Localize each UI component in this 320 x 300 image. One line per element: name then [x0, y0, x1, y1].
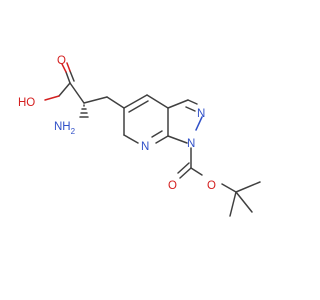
- bond-ctert-me1: [235, 181, 261, 193]
- bond-ring-c7a-n7-inner: [151, 130, 163, 138]
- atom-nh2-text: NH: [54, 121, 71, 133]
- bond-ring-c7a-n7: [155, 135, 169, 144]
- bond-c3-n2: [187, 99, 198, 105]
- bond-oester-ctert: [221, 183, 237, 193]
- bond-cooh-c-o-b: [69, 70, 75, 82]
- bond-boc-c-oester: [190, 167, 203, 176]
- atom-nh2: NH2: [54, 121, 76, 136]
- bond-ctert-me2: [229, 191, 237, 217]
- bond-oh: [44, 95, 60, 101]
- bond-n2-n1: [195, 116, 203, 131]
- atom-n-pyrazole-1: N: [187, 138, 195, 150]
- bond-boc-c-o-inner: [177, 162, 190, 174]
- bond-cooh-c-o-a: [65, 71, 71, 84]
- atom-nh2-sub: 2: [71, 127, 76, 136]
- bond-ring-n7-c6: [123, 134, 139, 144]
- atom-o-ester-boc: O: [207, 180, 216, 192]
- atom-n-pyridine: N: [141, 141, 149, 153]
- atom-o-carbonyl-acid: O: [57, 55, 66, 67]
- bond-c3a-c3: [167, 99, 189, 109]
- bond-cooh-c-oh: [58, 82, 71, 97]
- bond-layer: [44, 62, 261, 217]
- bond-ring-c5-c4: [123, 94, 148, 109]
- bond-cooh-c-o-b2: [66, 62, 71, 72]
- bond-cooh-c-o-a2: [61, 63, 67, 73]
- atom-n-pyrazole-2: N: [197, 108, 205, 120]
- atom-labels: O HO NH2 N N N O O: [18, 55, 216, 192]
- bond-ch2-ring: [106, 96, 125, 109]
- bond-ctert-me3: [235, 191, 253, 213]
- bond-c-alpha: [69, 82, 85, 104]
- molecule-structure: O HO NH2 N N N O O: [18, 55, 261, 217]
- bond-alpha-ch2: [83, 96, 108, 104]
- bond-c3-n2-inner: [185, 106, 196, 112]
- bond-ring-c4-c3a: [146, 94, 169, 109]
- stereo-hash-bond: [79, 104, 89, 118]
- bond-ring-c5-c4-inner: [128, 100, 149, 113]
- bond-boc-c-o: [179, 167, 192, 179]
- bond-n1-c7a: [167, 135, 188, 144]
- atom-o-carbonyl-boc: O: [168, 180, 177, 192]
- atom-oh-acid: HO: [18, 97, 35, 109]
